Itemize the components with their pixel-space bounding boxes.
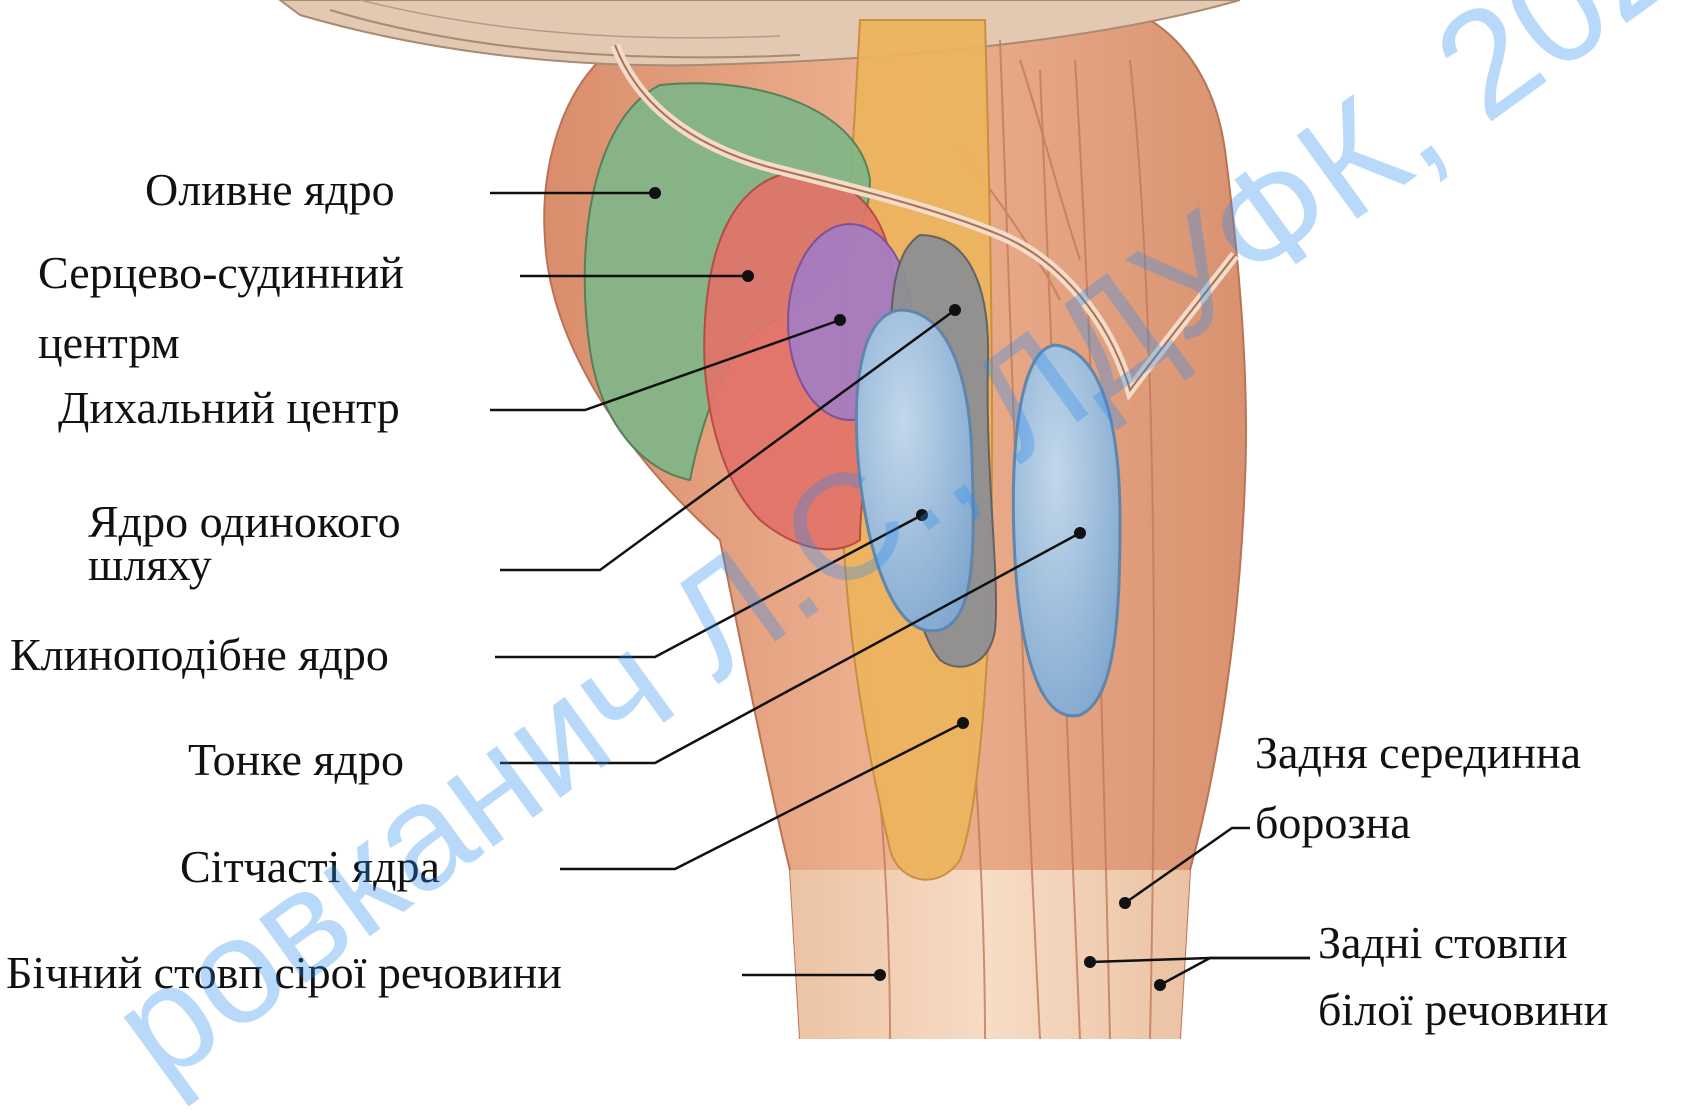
- label-respiratory-center: Дихальний центр: [58, 383, 400, 433]
- spinal-cord-segment: [790, 870, 1190, 1039]
- label-gracile-nucleus: Тонке ядро: [188, 735, 404, 785]
- label-posterior-median-sulcus: Задня серединна: [1255, 728, 1581, 778]
- dot-cuneate: [916, 509, 928, 521]
- dot-reticular: [957, 717, 969, 729]
- label-posterior-white-columns: Задні стовпи: [1318, 918, 1568, 968]
- label-cardiovascular-center: Серцево-судинний: [38, 248, 404, 298]
- dot-gracile: [1074, 527, 1086, 539]
- label-solitary-nucleus-line2: шляху: [88, 540, 212, 590]
- gracile-nucleus-shape: [1013, 345, 1120, 716]
- label-posterior-white-columns-line2: білої речовини: [1318, 985, 1608, 1035]
- dot-solitary: [949, 304, 961, 316]
- label-cardiovascular-center-line2: центрм: [38, 318, 180, 368]
- label-cuneate-nucleus: Клиноподібне ядро: [10, 630, 389, 680]
- label-posterior-median-sulcus-line2: борозна: [1255, 798, 1411, 848]
- dot-olive: [649, 187, 661, 199]
- dot-cardio: [742, 270, 754, 282]
- dot-median-sulcus: [1119, 897, 1131, 909]
- label-olive-nucleus: Оливне ядро: [145, 165, 395, 215]
- dot-respiratory: [834, 314, 846, 326]
- medulla-diagram: Оливне ядро Серцево-судинний центрм Диха…: [0, 0, 1700, 1039]
- label-lateral-gray-column: Бічний стовп сірої речовини: [6, 948, 562, 998]
- dot-posterior-2: [1154, 979, 1166, 991]
- dot-lateral-column: [874, 969, 886, 981]
- label-reticular-nuclei: Сітчасті ядра: [180, 842, 440, 892]
- dot-posterior-1: [1084, 956, 1096, 968]
